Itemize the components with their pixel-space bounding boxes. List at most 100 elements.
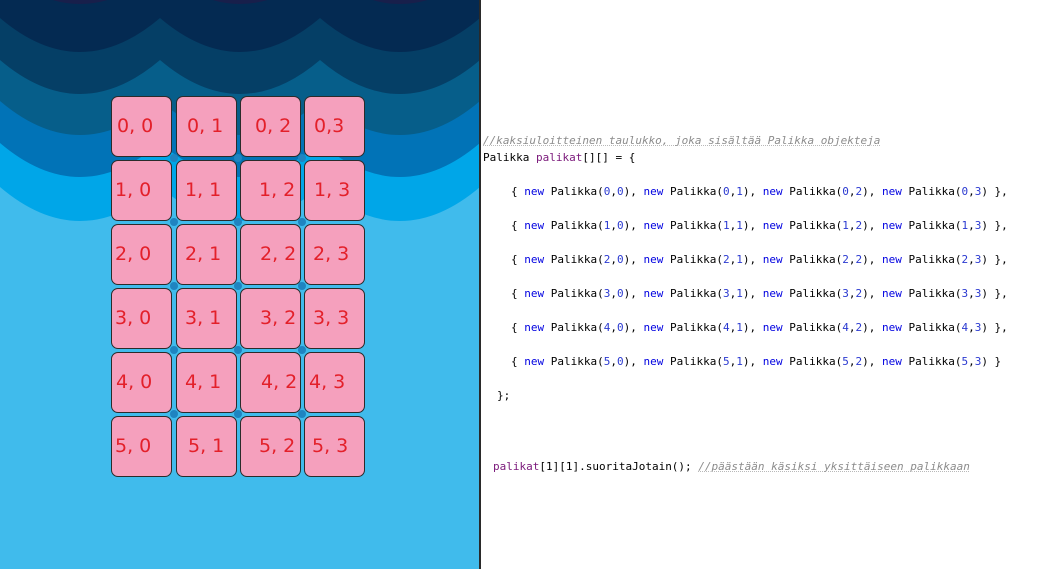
code-number: 1 [603,219,611,232]
grid-tile: 1, 3 [304,160,365,221]
tile-connector-dot [234,282,242,290]
code-class: Palikka [550,253,598,266]
tile-connector-dot [298,218,306,226]
grid-tile: 3, 2 [240,288,301,349]
panel-divider [479,0,481,569]
tile-label: 1, 2 [259,179,296,201]
tile-label: 4, 3 [309,371,346,393]
code-keyword: new [762,253,783,266]
code-keyword: new [762,185,783,198]
code-line-comment: //kaksiuloitteinen taulukko, joka sisält… [483,134,880,148]
tile-connector-dot [298,282,306,290]
code-number: 0 [616,185,624,198]
tile-label: 1, 1 [185,179,222,201]
code-number: 2 [855,219,863,232]
code-keyword: new [881,253,902,266]
tile-label: 4, 0 [116,371,153,393]
tile-label: 4, 2 [261,371,298,393]
code-number: 3 [974,321,982,334]
code-number: 1 [736,287,743,300]
code-number: 0 [961,185,969,198]
code-number: 3 [722,287,730,300]
code-number: 0 [616,253,624,266]
grid-tile: 4, 0 [111,352,172,413]
tile-label: 1, 0 [115,179,152,201]
code-line-array-row: { new Palikka(1,0), new Palikka(1,1), ne… [511,219,1008,232]
code-number: 2 [855,185,863,198]
code-line-closing: }; [497,389,510,403]
tile-label: 1, 3 [314,179,351,201]
code-number: 5 [961,355,969,368]
sky-band [0,0,480,4]
grid-tile: 5, 3 [304,416,365,477]
code-class: Palikka [789,321,836,334]
code-number: 2 [855,321,863,334]
tile-label: 5, 3 [312,435,349,457]
grid-tile: 5, 2 [240,416,301,477]
grid-tile: 2, 3 [304,224,365,285]
code-number: 4 [961,321,969,334]
code-number: 4 [603,321,611,334]
grid-tile: 3, 3 [304,288,365,349]
code-number: 1 [736,253,743,266]
tile-connector-dot [170,218,178,226]
tile-connector-dot [170,154,178,162]
tile-label: 5, 1 [188,435,225,457]
code-keyword: new [762,355,783,368]
code-number: 1 [736,355,743,368]
code-keyword: new [643,185,664,198]
code-text: [1][1].suoritaJotain(); [539,460,699,473]
code-number: 1 [736,185,743,198]
tile-connector-dot [234,410,242,418]
code-number: 1 [842,219,849,232]
code-class: Palikka [669,185,717,198]
grid-tile: 1, 2 [240,160,301,221]
code-variable: palikat [493,460,540,473]
code-keyword: new [524,185,545,198]
code-number: 0 [842,185,849,198]
code-keyword: new [524,321,545,334]
code-number: 5 [603,355,611,368]
code-comment: //kaksiuloitteinen taulukko, joka sisält… [483,134,881,147]
code-class: Palikka [789,355,836,368]
tile-label: 2, 0 [115,243,152,265]
code-number: 4 [722,321,730,334]
code-number: 3 [603,287,611,300]
code-text: [][] = { [582,151,636,164]
code-number: 5 [722,355,730,368]
code-class: Palikka [789,287,836,300]
code-line-array-row: { new Palikka(5,0), new Palikka(5,1), ne… [511,355,1002,368]
code-keyword: new [881,321,902,334]
tile-connector-dot [234,346,242,354]
tile-label: 5, 0 [115,435,152,457]
code-keyword: new [643,321,664,334]
code-line-declaration: Palikka palikat[][] = { [483,151,635,165]
code-class: Palikka [669,355,717,368]
code-text: }, [987,219,1008,232]
code-text: }, [987,321,1008,334]
code-class: Palikka [669,287,717,300]
tile-connector-dot [170,346,178,354]
code-keyword: new [881,185,902,198]
grid-tile: 2, 0 [111,224,172,285]
code-number: 1 [736,219,743,232]
code-class: Palikka [908,219,955,232]
code-variable: palikat [535,151,583,164]
grid-tile: 0, 1 [176,96,237,157]
code-class: Palikka [908,253,955,266]
code-class: Palikka [550,355,598,368]
code-number: 3 [974,185,982,198]
code-class: Palikka [669,253,717,266]
tile-label: 3, 0 [115,307,152,329]
code-keyword: new [524,355,545,368]
code-keyword: new [643,287,664,300]
grid-tile: 1, 1 [176,160,237,221]
grid-tile: 4, 3 [304,352,365,413]
grid-tile: 0, 2 [240,96,301,157]
code-keyword: new [524,219,545,232]
code-class: Palikka [789,253,836,266]
code-keyword: new [881,287,902,300]
code-class: Palikka [550,185,598,198]
tile-connector-dot [298,410,306,418]
code-number: 1 [722,219,730,232]
